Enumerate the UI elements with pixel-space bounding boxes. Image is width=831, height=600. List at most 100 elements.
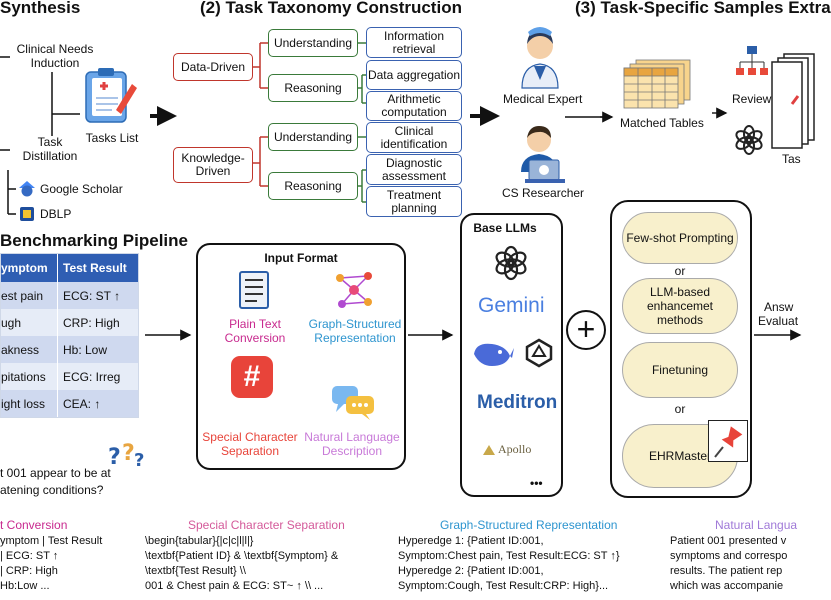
meditron-logo: Meditron: [477, 392, 558, 413]
text-conversion-line: | CRP: High: [0, 565, 58, 577]
dblp-icon: [18, 205, 36, 223]
benchmarking-header: Benchmarking Pipeline: [0, 231, 188, 250]
deepseek-whale-icon: [470, 336, 514, 372]
task-stack-icon: [770, 52, 815, 149]
svg-text:?: ?: [108, 445, 121, 470]
ehrmaster-label: EHRMaster: [648, 449, 711, 463]
graph-rep-title: Graph-Structured Representation: [440, 518, 618, 532]
evaluation-label: Evaluat: [758, 314, 799, 328]
special-sep-line: \begin{tabular}{|c|c|l|l|}: [145, 535, 254, 547]
leaf-label-2: Arithmetic computation: [381, 92, 447, 119]
natural-lang-line: which was accompanie: [670, 580, 784, 592]
medical-expert-label: Medical Expert: [503, 92, 583, 106]
finetuning-oval: Finetuning: [622, 342, 738, 398]
hash-symbol: #: [243, 360, 261, 393]
reasoning-label-2: Reasoning: [284, 178, 342, 193]
leaf-label-1: Data aggregation: [367, 67, 461, 82]
dblp-label: DBLP: [40, 207, 72, 221]
google-scholar-icon: [18, 180, 36, 198]
leaf-box-4: Diagnostic assessment: [366, 154, 462, 185]
understanding-box-2: Understanding: [268, 123, 358, 151]
table-row: [1, 363, 138, 390]
understanding-box-1: Understanding: [268, 29, 358, 57]
leaf-box-5: Treatment planning: [366, 186, 462, 217]
qwen-logo-icon: [524, 338, 554, 368]
table-row: [1, 390, 138, 417]
cs-researcher-icon: [515, 122, 567, 184]
or-label-3: or: [674, 402, 686, 416]
graph-rep-line: Hyperedge 1: {Patient ID:001,: [398, 535, 544, 547]
tasks-label: Tas: [782, 152, 801, 166]
natural-lang-line: results. The patient rep: [670, 565, 783, 577]
graph-icon: [332, 268, 376, 312]
graph-rep-line: Hyperedge 2: {Patient ID:001,: [398, 565, 544, 577]
clinical-needs-label: Clinical Needs Induction: [16, 42, 94, 70]
few-shot-label: Few-shot Prompting: [626, 231, 734, 245]
leaf-box-0: Information retrieval: [366, 27, 462, 58]
special-sep-line: \textbf{Test Result} \\: [145, 565, 246, 577]
matched-tables-icon: [622, 58, 694, 110]
reasoning-label-1: Reasoning: [284, 80, 342, 95]
special-sep-title: Special Character Separation: [188, 518, 345, 532]
natural-lang-line: symptoms and correspo: [670, 550, 788, 562]
question-line-2: atening conditions?: [0, 483, 104, 497]
input-format-title: Input Format: [264, 251, 338, 265]
medical-expert-icon: [518, 22, 562, 89]
patient-table: ymptom Test Result est pain ECG: ST ↑ ug…: [0, 253, 139, 418]
or-label-1: or: [674, 264, 686, 278]
table-cell: ECG: Irreg: [63, 370, 121, 384]
table-cell: ight loss: [1, 397, 46, 411]
table-cell: CEA: ↑: [63, 397, 101, 411]
graph-label: Graph-Structured Representation: [308, 317, 402, 345]
data-driven-label: Data-Driven: [180, 59, 246, 74]
special-sep-line: 001 & Chest pain & ECG: ST~ ↑ \\ ...: [145, 580, 324, 592]
text-conversion-line: Hb:Low ...: [0, 580, 50, 592]
apollo-icon: [482, 444, 496, 456]
task-distillation-label: Task Distillation: [22, 135, 78, 163]
table-cell: ECG: ST ↑: [63, 289, 121, 303]
svg-text:?: ?: [134, 450, 144, 471]
table-row: [1, 309, 138, 336]
table-cell: ugh: [1, 316, 22, 330]
tasks-list-icon: [82, 66, 138, 128]
natural-lang-line: Patient 001 presented v: [670, 535, 787, 547]
finetuning-label: Finetuning: [651, 363, 709, 377]
review-label: Review: [732, 92, 772, 106]
leaf-label-4: Diagnostic assessment: [381, 155, 447, 183]
synthesis-header: Synthesis: [0, 0, 81, 17]
answer-label: Answ: [764, 300, 794, 314]
matched-tables-label: Matched Tables: [620, 116, 704, 130]
svg-text:?: ?: [122, 441, 135, 466]
special-char-label: Special Character Separation: [202, 430, 298, 458]
table-divider: [57, 254, 58, 417]
natural-lang-title: Natural Langua: [715, 518, 798, 532]
leaf-label-5: Treatment planning: [386, 187, 442, 215]
table-cell: CRP: High: [63, 316, 120, 330]
review-icon: [735, 44, 769, 82]
document-icon: [236, 270, 272, 310]
plus-symbol: +: [576, 311, 596, 347]
more-models-ellipsis: •••: [530, 476, 543, 490]
table-header: [1, 254, 138, 282]
understanding-label-1: Understanding: [273, 35, 353, 50]
table-row: [1, 282, 138, 309]
leaf-label-0: Information retrieval: [383, 28, 445, 56]
knowledge-driven-box: Knowledge-Driven: [173, 147, 253, 183]
plain-text-label: Plain Text Conversion: [224, 317, 286, 345]
google-scholar-label: Google Scholar: [40, 182, 123, 196]
chat-icon: [330, 382, 376, 420]
text-conversion-line: ymptom | Test Result: [0, 535, 103, 547]
input-format-panel: [196, 243, 406, 470]
samples-header: (3) Task-Specific Samples Extra: [575, 0, 831, 17]
data-driven-box: Data-Driven: [173, 53, 253, 81]
reasoning-box-2: Reasoning: [268, 172, 358, 200]
hash-icon: #: [231, 356, 273, 398]
leaf-box-3: Clinical identification: [366, 122, 462, 153]
reasoning-box-1: Reasoning: [268, 74, 358, 102]
leaf-box-1: Data aggregation: [366, 60, 462, 90]
text-conversion-line: | ECG: ST ↑: [0, 550, 59, 562]
tasks-list-label: Tasks List: [85, 131, 139, 145]
openai-logo-icon: [494, 245, 528, 281]
leaf-box-2: Arithmetic computation: [366, 91, 462, 121]
connector-lines: [0, 42, 802, 420]
